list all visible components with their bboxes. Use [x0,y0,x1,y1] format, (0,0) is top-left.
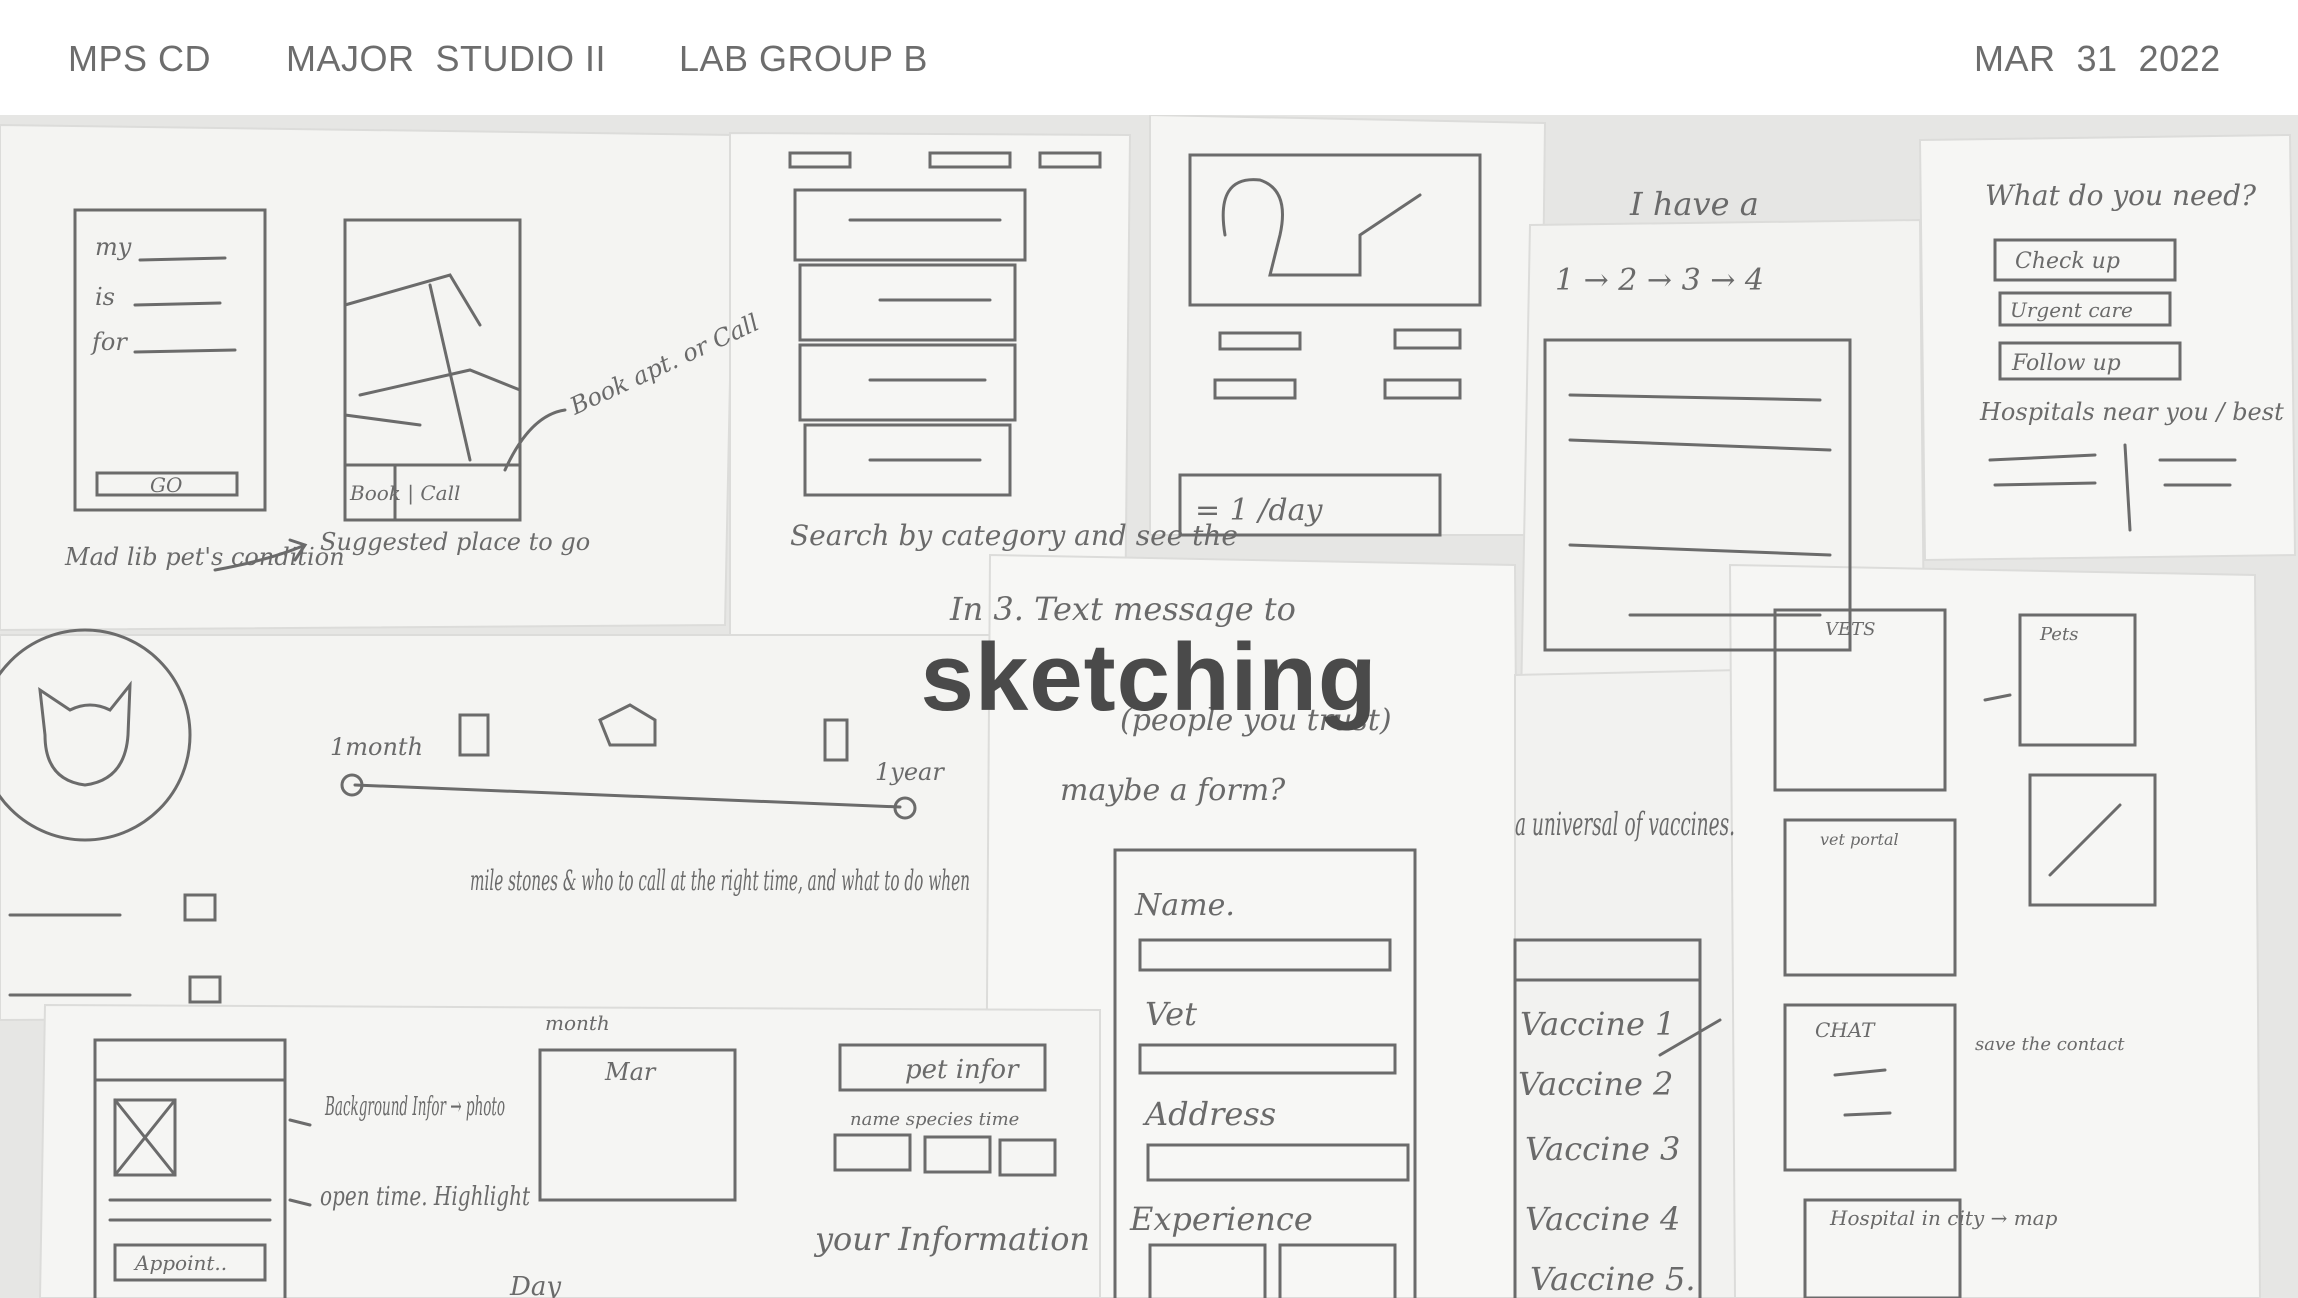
vet-portal-screen [1783,818,1957,977]
paper-sheet-madlib [0,123,737,632]
vaccine-phone-frame [1513,938,1702,1298]
i-have-label: I have a [1629,185,1759,223]
vets-screen [1773,608,1947,792]
vet-portal-label: vet portal [1820,830,1899,849]
people-label: (people you trust) [1120,703,1392,738]
search-caption: Search by category and see the [790,519,1238,552]
cat-circle [0,628,192,842]
form-vet-label: Vet [1145,995,1197,1033]
madlib-go-label: GO [150,473,182,497]
pet-columns-label: name species time [850,1109,1019,1130]
need-option-3-label: Follow up [2011,351,2121,376]
search-row-2 [798,263,1017,342]
profile-phone-frame [93,1038,287,1298]
save-contact-note: save the contact [1975,1034,2125,1055]
form-name-label: Name. [1134,888,1235,923]
dog-illustration-frame [1188,153,1482,307]
need-option-2-label: Urgent care [2010,298,2133,322]
date-label: MAR 31 2022 [1974,38,2221,79]
madlib-go-box [95,471,239,497]
hospital-screen [1803,1198,1962,1298]
need-title: What do you need? [1985,179,2257,212]
lab-group-label: LAB GROUP B [679,38,928,79]
background-note: Background Infor → photo [324,1092,505,1122]
timeline-end-label: 1year [875,758,945,786]
need-option-3 [1998,341,2182,381]
milestones-note: mile stones & who to call at the right t… [470,864,970,897]
vaccine-1: Vaccine 1 [1520,1005,1675,1043]
pet-info-label: pet infor [905,1055,1020,1085]
search-row-4 [803,423,1012,497]
vaccine-5: Vaccine 5. [1530,1260,1696,1298]
month-label: month [545,1011,610,1035]
pets-screen [2018,613,2137,747]
dosage-box [1178,473,1442,537]
form-address-field [1146,1143,1410,1182]
map-caption: Suggested place to go [320,528,590,556]
pet-info-frame [838,1043,1047,1092]
madlib-word-3: for [90,328,128,356]
sketch-collage-drawing: my is for GO Mad lib pet's condition Boo… [0,115,2297,1298]
page-title: sketching [920,624,1378,731]
course-label: MAJOR STUDIO II [286,38,607,79]
madlib-word-1: my [95,233,132,261]
form-experience-label: Experience [1129,1200,1313,1238]
need-option-1-label: Check up [2015,249,2120,274]
program-label: MPS CD [68,38,212,79]
form-name-field [1138,938,1392,972]
chat-label: CHAT [1815,1018,1876,1042]
form-vet-field [1138,1043,1397,1075]
timeline-line [353,783,902,809]
calendar-month: Mar [604,1058,657,1086]
steps-label: 1 → 2 → 3 → 4 [1555,263,1764,298]
sketch-collage-photo: my is for GO Mad lib pet's condition Boo… [0,115,2298,1298]
chat-screen [1783,1003,1957,1172]
vaccine-4: Vaccine 4 [1525,1200,1680,1238]
paper-sheet-calendar [38,1003,1101,1298]
opentime-note: open time. Highlight [320,1182,530,1212]
madlib-caption: Mad lib pet's condition [64,543,345,571]
steps-phone-frame [1543,338,1852,652]
vaccines-note: a universal of vaccines. [1515,805,1735,843]
appoint-label: Appoint.. [133,1251,227,1275]
form-frame [1113,848,1417,1298]
vaccine-2: Vaccine 2 [1518,1065,1673,1103]
vets-label: VETS [1825,619,1875,640]
form-address-label: Address [1142,1095,1276,1133]
text-message-label: In 3. Text message to [949,590,1296,628]
pets-label: Pets [2039,624,2078,645]
vaccine-3: Vaccine 3 [1525,1130,1680,1168]
madlib-phone-frame [73,208,267,512]
photo-placeholder [2028,773,2157,907]
top-navigation-bar: MPS CD MAJOR STUDIO II LAB GROUP B MAR 3… [0,0,2298,115]
search-row-3 [798,343,1017,422]
your-info-label: your Information [813,1220,1090,1258]
need-option-1 [1993,238,2177,282]
hospital-city-note: Hospital in city → map [1829,1206,2058,1230]
map-phone-frame [343,218,522,522]
need-option-2 [1998,291,2172,327]
map-buttons-label: Book | Call [349,481,460,506]
dosage-label: = 1 /day [1195,493,1323,528]
form-question: maybe a form? [1060,773,1286,808]
paper-sheet-dog [1149,115,1547,536]
timeline-start-label: 1month [330,733,423,761]
search-row-1 [793,188,1027,262]
madlib-word-2: is [95,283,115,311]
hospitals-label: Hospitals near you / best [1979,398,2284,426]
day-label: Day [509,1272,561,1298]
calendar-frame [538,1048,737,1202]
